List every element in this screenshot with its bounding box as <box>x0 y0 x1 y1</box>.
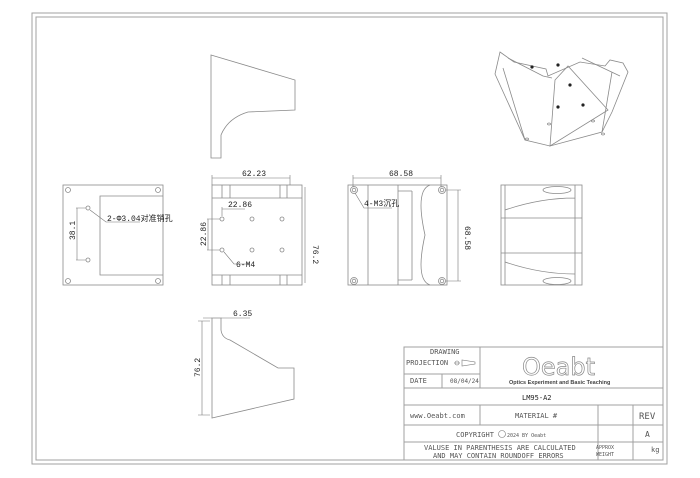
projection-label: PROJECTION <box>406 359 448 367</box>
rev-label: REV <box>639 412 656 422</box>
material-label: MATERIAL # <box>515 412 558 420</box>
left-view: 38.1 2-Φ3.04对准销孔 <box>62 184 173 286</box>
drawing-label: DRAWING <box>430 348 460 356</box>
dim-right-width: 68.58 <box>389 170 413 179</box>
title-block: DRAWING PROJECTION DATE 08/04/24 Oeabt O… <box>403 346 664 461</box>
note-line-1: VALUSE IN PARENTHESIS ARE CALCULATED <box>424 444 576 452</box>
company-logo: Oeabt <box>522 353 595 381</box>
rev-value: A <box>645 430 650 439</box>
note-front-holes: 6-M4 <box>236 261 255 270</box>
copyright-year: 2024 BY Oeabt <box>507 433 546 439</box>
weight-label-2: WEIGHT <box>596 452 614 458</box>
front-view: 62.23 76.2 22.86 22.86 6-M4 <box>200 170 319 286</box>
rear-view <box>500 184 583 286</box>
part-number: LM95-A2 <box>522 394 552 402</box>
date-label: DATE <box>410 377 427 385</box>
weight-label-1: APPROX <box>596 445 614 451</box>
copyright-label: COPYRIGHT <box>456 431 495 439</box>
logo-tagline: Optics Experiment and Basic Teaching <box>509 380 610 386</box>
dim-right-height: 68.58 <box>462 226 471 250</box>
date-value: 08/04/24 <box>450 378 479 385</box>
dim-hole-pitch-y: 22.86 <box>200 222 209 246</box>
copyright-icon <box>498 430 506 438</box>
dim-hole-pitch-x: 22.86 <box>228 201 252 210</box>
dim-bottom-offset: 6.35 <box>233 310 252 319</box>
dim-front-height: 76.2 <box>310 245 319 264</box>
inner-frame <box>35 16 664 461</box>
bottom-view: 6.35 76.2 <box>194 310 295 419</box>
dim-front-width: 62.23 <box>242 170 266 179</box>
note-left-pins: 2-Φ3.04对准销孔 <box>107 213 173 224</box>
projection-symbol-icon <box>454 359 476 367</box>
dim-left-pin-spacing: 38.1 <box>69 221 78 240</box>
note-right-holes: 4-M3沉孔 <box>364 199 399 209</box>
outer-frame <box>31 12 668 465</box>
weight-unit: kg <box>651 446 659 454</box>
note-line-2: AND MAY CONTAIN ROUNDOFF ERRORS <box>433 452 564 460</box>
right-view: 68.58 68.58 4-M3沉孔 <box>347 170 471 286</box>
website: www.Oeabt.com <box>410 412 465 420</box>
top-profile-view <box>210 54 296 159</box>
dim-bottom-height: 76.2 <box>194 358 203 377</box>
isometric-view <box>494 51 629 147</box>
